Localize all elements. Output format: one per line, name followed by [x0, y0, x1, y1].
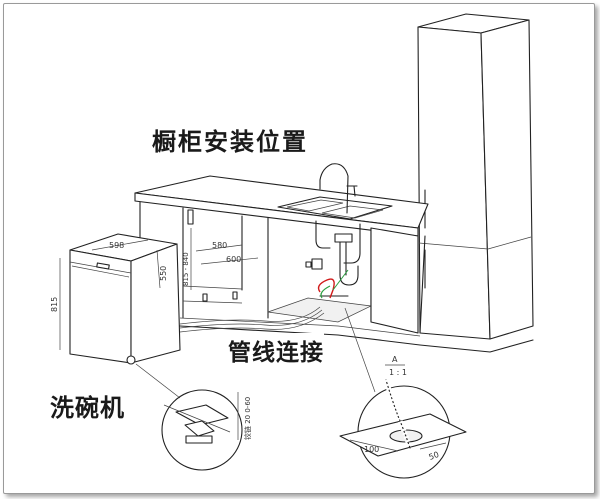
- cabinet-installation-title: 橱柜安装位置: [152, 122, 308, 157]
- dishwasher: [69, 233, 325, 365]
- dimension-lines: 598 550 815 815 - 840 580 600: [50, 228, 259, 350]
- detail-letter: A: [392, 355, 398, 364]
- dim-pipe-spacing: 100: [364, 445, 379, 454]
- hose-green-2: [332, 269, 349, 291]
- water-valve: [311, 258, 323, 270]
- detail-pipe-hole: 100 50: [339, 379, 467, 479]
- detail-circle-foot: 铰链 20 0-60: [135, 363, 252, 471]
- foot-adjust-note: 铰链 20 0-60: [243, 397, 252, 440]
- dishwasher-side: [130, 243, 181, 364]
- dim-niche-depth-inner: 580: [212, 241, 227, 250]
- base-cabinets: [134, 163, 534, 353]
- detail-scale: 1 : 1: [389, 368, 407, 377]
- dim-dishwasher-width: 598: [109, 241, 124, 250]
- dishwasher-label: 洗碗机: [50, 388, 125, 423]
- sink: [277, 196, 393, 220]
- dishwasher-handle: [96, 262, 110, 270]
- dim-dishwasher-height: 815: [50, 297, 59, 312]
- drain-pipe-right: [343, 223, 361, 264]
- hose-green: [320, 285, 331, 299]
- pipe-connection-label: 管线连接: [228, 333, 324, 367]
- dim-niche-height: 815 - 840: [182, 252, 190, 286]
- drain-pipe-left: [315, 220, 331, 249]
- tall-cabinet: [417, 13, 534, 340]
- dim-pipe-offset: 50: [428, 450, 441, 462]
- hose-red: [317, 278, 335, 299]
- dim-dishwasher-depth: 550: [159, 266, 168, 281]
- faucet: [319, 163, 349, 214]
- dishwasher-foot: [126, 355, 136, 365]
- detail-a-label: A 1 : 1: [344, 307, 407, 393]
- dim-niche-depth-outer: 600: [226, 255, 241, 264]
